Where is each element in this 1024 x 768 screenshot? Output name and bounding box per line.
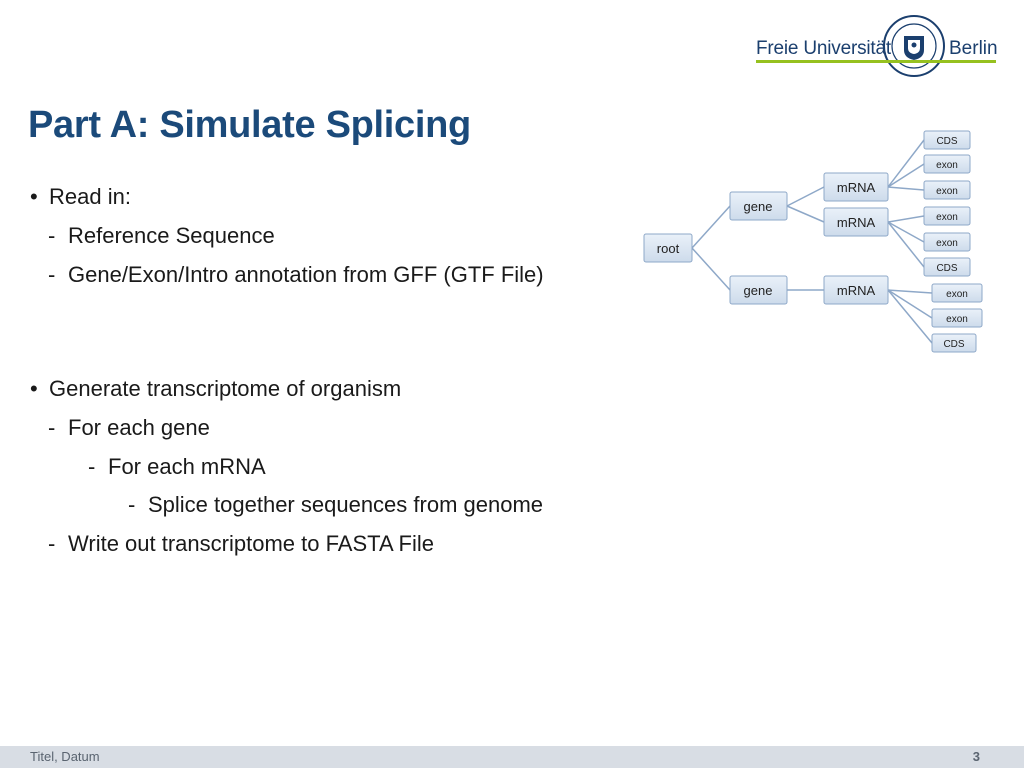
bullet-text: Generate transcriptome of organism [49, 376, 402, 401]
tree-leaf: CDS [923, 130, 971, 150]
tree-node-mrna: mRNA [823, 207, 889, 237]
leaf-label: exon [936, 160, 958, 171]
logo-text-university: Freie Universität [756, 38, 891, 59]
bullet-text: Gene/Exon/Intro annotation from GFF (GTF… [68, 262, 544, 287]
leaf-label: exon [936, 212, 958, 223]
tree-leaf: CDS [923, 257, 971, 277]
tree-leaf: exon [931, 283, 983, 303]
logo-accent-line [756, 60, 996, 63]
bullet-text: Write out transcriptome to FASTA File [68, 531, 434, 556]
bullet-marker: • [30, 376, 38, 401]
bullet-marker: - [48, 415, 56, 440]
university-seal-icon [883, 15, 945, 77]
leaf-label: CDS [936, 263, 957, 274]
tree-leaf: exon [923, 206, 971, 226]
leaf-label: exon [936, 186, 958, 197]
tree-node-mrna: mRNA [823, 275, 889, 305]
tree-leaf: CDS [931, 333, 977, 353]
logo-text-city: Berlin [949, 38, 998, 59]
bullet-text: Splice together sequences from genome [148, 492, 544, 517]
tree-node-gene: gene [729, 191, 788, 221]
tree-leaf: exon [923, 154, 971, 174]
tree-node-root: root [643, 233, 693, 263]
gff-tree-diagram: root gene gene mRNA mRNA mRNA CDS exon e… [643, 130, 983, 353]
bullet-marker: - [128, 492, 136, 517]
node-label: mRNA [837, 180, 876, 195]
tree-node-gene: gene [729, 275, 788, 305]
bullet-text: For each mRNA [108, 454, 266, 479]
bullet-marker: - [48, 531, 56, 556]
slide-footer: Titel, Datum 3 [0, 746, 1024, 768]
bullet-text: Reference Sequence [68, 223, 275, 248]
leaf-label: exon [946, 314, 968, 325]
bullet-marker: - [48, 223, 56, 248]
tree-node-mrna: mRNA [823, 172, 889, 202]
node-label: mRNA [837, 283, 876, 298]
slide-title: Part A: Simulate Splicing [28, 104, 471, 146]
bullet-text: Read in: [49, 184, 131, 209]
node-label: gene [744, 199, 773, 214]
node-label: mRNA [837, 215, 876, 230]
fu-berlin-logo: Freie Universität Berlin [756, 14, 998, 80]
bullet-marker: - [48, 262, 56, 287]
page-number: 3 [972, 749, 980, 764]
leaf-label: exon [936, 238, 958, 249]
tree-leaf: exon [923, 180, 971, 200]
leaf-label: exon [946, 289, 968, 300]
bullet-text: For each gene [68, 415, 210, 440]
tree-edges [691, 139, 933, 344]
node-label: root [657, 241, 680, 256]
tree-leaf: exon [931, 308, 983, 328]
bullet-marker: • [30, 184, 38, 209]
bullet-marker: - [88, 454, 96, 479]
leaf-label: CDS [943, 339, 964, 350]
footer-title-date: Titel, Datum [30, 749, 100, 764]
tree-leaf: exon [923, 232, 971, 252]
leaf-label: CDS [936, 136, 957, 147]
node-label: gene [744, 283, 773, 298]
